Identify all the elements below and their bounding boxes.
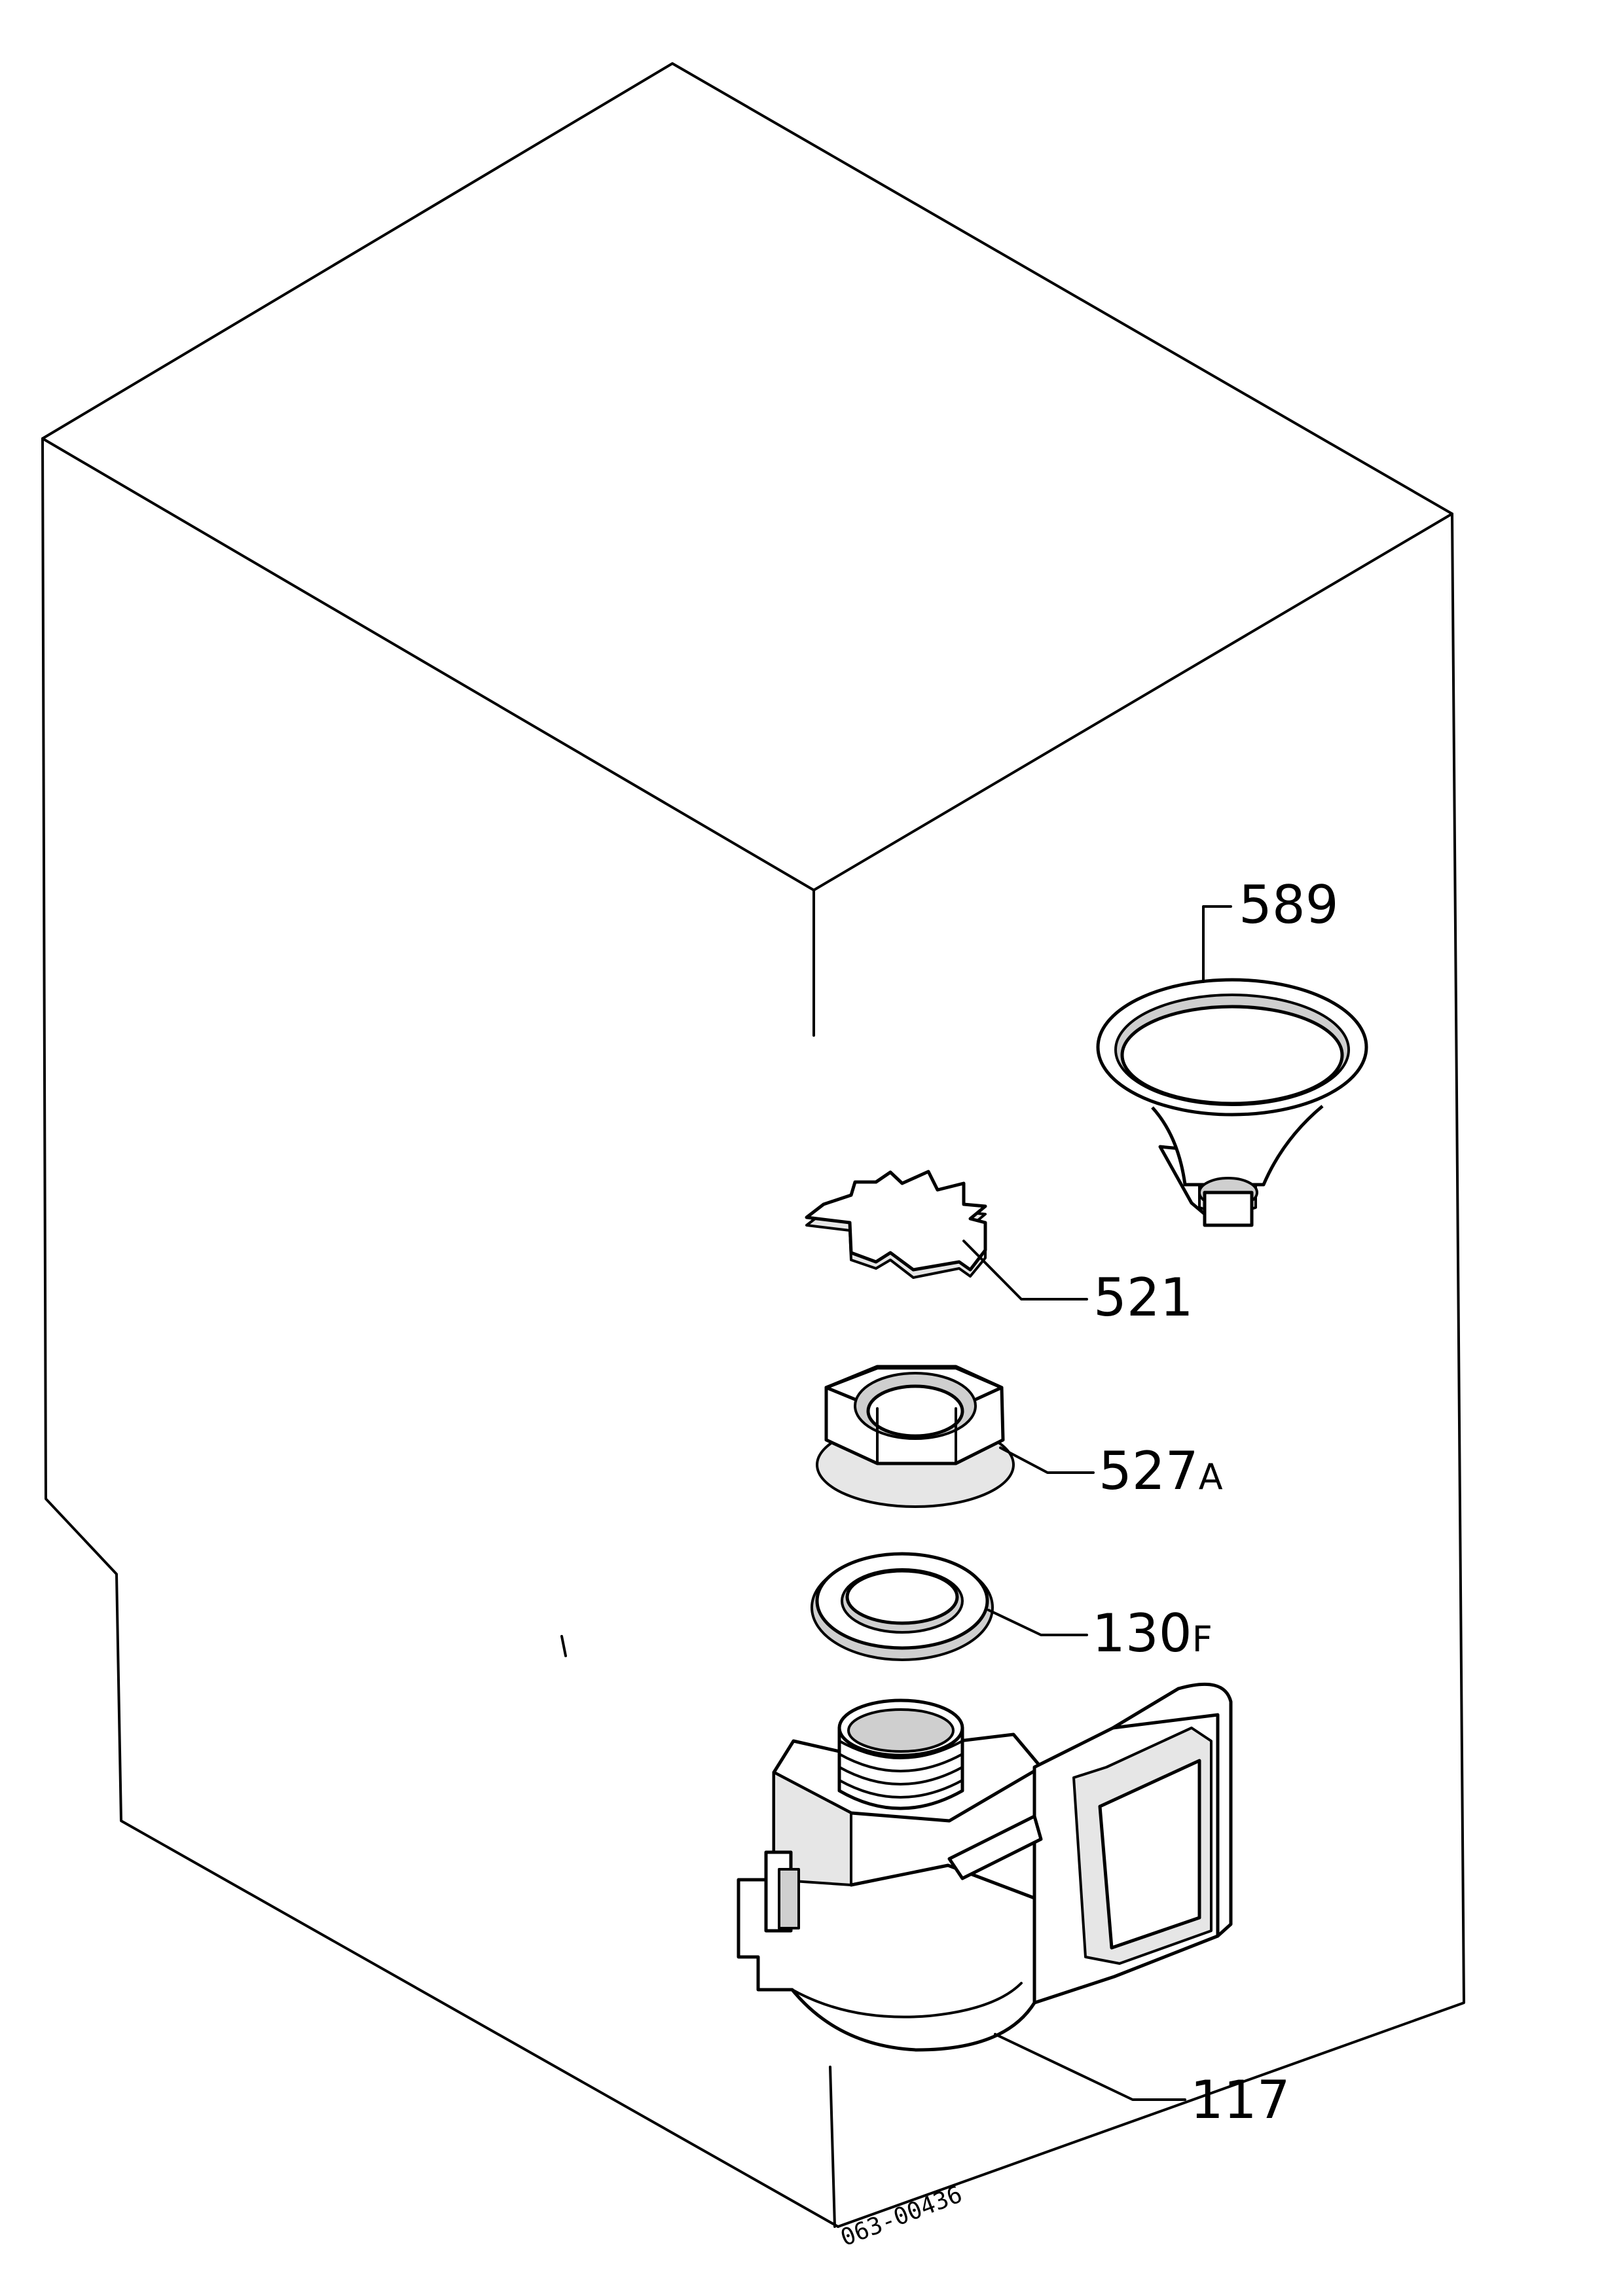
- callout-130f: 130F: [1092, 1603, 1213, 1664]
- star-cap-part-521: [805, 1170, 987, 1279]
- cabinet-outline: [41, 62, 1465, 2228]
- seal-ring-part-130f: [811, 1552, 994, 1661]
- hex-nut-part-527a: [816, 1365, 1015, 1508]
- figure-code: 063-00436: [837, 2181, 966, 2251]
- leader-589: [1202, 905, 1232, 983]
- leader-527a: [999, 1446, 1095, 1474]
- leader-lines: [962, 905, 1232, 2101]
- leader-117: [994, 2033, 1186, 2101]
- callout-117: 117: [1190, 2070, 1290, 2130]
- callout-labels: 589 521 527A 130F 117: [1092, 874, 1339, 2130]
- callout-589: 589: [1239, 874, 1339, 935]
- callout-527a: 527A: [1099, 1441, 1223, 1501]
- leader-521: [962, 1240, 1088, 1300]
- callout-521: 521: [1093, 1267, 1194, 1328]
- funnel-part-589: [1096, 978, 1368, 1227]
- leader-130f: [987, 1609, 1088, 1636]
- valve-housing-part-117: [737, 1682, 1233, 2052]
